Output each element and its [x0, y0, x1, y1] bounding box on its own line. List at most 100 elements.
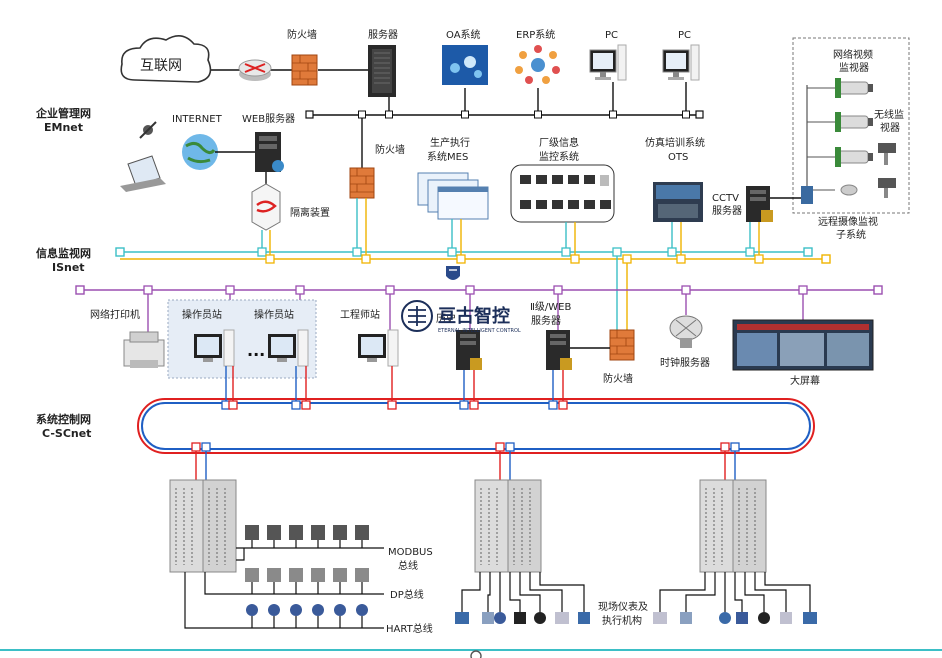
video-monitor-label-2: 监视器 [839, 61, 869, 74]
watermark-sub: ETERNAL INTELLIGENT CONTROL [438, 328, 521, 334]
webserver2-label-2: 服务器 [531, 314, 561, 327]
shield-icon [446, 266, 460, 280]
modbus-devices [245, 525, 369, 540]
satellite-icon [139, 121, 157, 139]
server-rack-icon [368, 45, 396, 97]
web-server-2-icon [546, 330, 572, 370]
control-cabinet-2 [474, 479, 542, 573]
plant-monitor-icon [510, 164, 615, 223]
operator-station-2-icon [268, 329, 309, 367]
isnet-bus [115, 198, 831, 330]
network-switch-icon [801, 186, 813, 204]
operator-station-1-icon [194, 329, 235, 367]
engineer-station-icon [358, 329, 399, 367]
watermark-logo: 亘古智控 ETERNAL INTELLIGENT CONTROL [401, 300, 521, 334]
cscnet-code: C-SCnet [42, 427, 91, 440]
printer-label: 网络打印机 [90, 308, 140, 321]
ring-nodes-top [221, 400, 568, 410]
plant-monitor-label-1: 厂级信息 [539, 136, 579, 149]
control-cabinet-3 [699, 479, 767, 573]
camera-icon [835, 112, 873, 132]
ring-drops-top [225, 366, 564, 405]
bottom-circle-icon [470, 650, 482, 658]
erp-label: ERP系统 [516, 28, 555, 41]
isolation-device-icon [251, 183, 281, 231]
operator-1-label: 操作员站 [182, 308, 222, 321]
firewall-top-icon [291, 54, 318, 86]
oa-system-icon [442, 45, 488, 85]
clock-server-label: 时钟服务器 [660, 356, 710, 369]
clock-server-icon [669, 315, 703, 348]
internet-cloud: 互联网 [120, 35, 212, 83]
dp-bus-label: DP总线 [390, 588, 424, 601]
laptop-icon [120, 155, 166, 192]
remote-camera-box [792, 37, 910, 214]
wireless-monitor-label-2: 视器 [880, 121, 900, 134]
hart-devices [246, 604, 368, 616]
oa-label: OA系统 [446, 28, 481, 41]
ots-label-1: 仿真培训系统 [645, 136, 705, 149]
big-screen-icon [732, 319, 874, 371]
field-label-2: 执行机构 [602, 614, 642, 627]
engineer-label: 工程师站 [340, 308, 380, 321]
internet-cloud-label: 互联网 [140, 58, 182, 74]
server-label: 服务器 [368, 28, 398, 41]
printer-icon [123, 331, 165, 368]
remote-camera-label-2: 子系统 [836, 228, 866, 241]
video-monitor-label-1: 网络视频 [833, 48, 873, 61]
firewall-low-label: 防火墙 [603, 372, 633, 385]
wireless-monitor-label-1: 无线监 [874, 108, 904, 121]
web-server-icon [255, 132, 284, 172]
modbus-label-2: 总线 [398, 559, 418, 572]
isnet-code: ISnet [52, 261, 85, 274]
camera-icon [835, 78, 873, 98]
remote-camera-label-1: 远程摄像监视 [818, 215, 878, 228]
emnet-name: 企业管理网 [35, 106, 91, 120]
firewall-mid-icon [349, 167, 375, 199]
webserver2-label-1: Ⅱ级/WEB [530, 301, 571, 313]
ellipsis: ... [247, 341, 265, 360]
ots-room-icon [653, 182, 703, 222]
cctv-label-2: 服务器 [712, 204, 742, 217]
history-server-icon [456, 330, 482, 370]
mes-screens-icon [417, 172, 489, 220]
station-bus [75, 285, 883, 335]
ring-drops-bottom [195, 447, 736, 480]
pc-1-icon [589, 44, 627, 81]
field-instruments-3 [653, 612, 817, 624]
cscnet-name: 系统控制网 [36, 412, 91, 426]
dome-camera-icon [840, 184, 858, 196]
modbus-label-1: MODBUS [388, 547, 433, 558]
field-label-1: 现场仪表及 [598, 600, 648, 613]
dp-devices [245, 568, 369, 582]
watermark-brand: 亘古智控 [438, 305, 510, 327]
isolation-label: 隔离装置 [290, 206, 330, 219]
firewall-top-label: 防火墙 [287, 28, 317, 41]
wireless-camera-icon [878, 143, 896, 198]
emnet-code: EMnet [44, 121, 83, 134]
pc-1-label: PC [605, 30, 618, 41]
firewall-mid-label: 防火墙 [375, 143, 405, 156]
pc-2-label: PC [678, 30, 691, 41]
emnet-bus [305, 82, 704, 168]
internet-globe-icon [182, 134, 218, 170]
cctv-label-1: CCTV [712, 193, 739, 204]
internet-label: INTERNET [172, 114, 223, 125]
control-cabinet-1 [169, 479, 237, 573]
fieldbus-lines [184, 540, 811, 629]
mes-label-1: 生产执行 [430, 136, 470, 149]
history-label: 历史 [436, 313, 456, 325]
camera-icon [835, 147, 873, 167]
firewall-low-icon [609, 329, 635, 361]
hart-bus-label: HART总线 [386, 622, 433, 635]
ots-label-2: OTS [668, 152, 688, 163]
plant-monitor-label-2: 监控系统 [539, 150, 579, 163]
router-icon [238, 59, 272, 81]
erp-system-icon [515, 45, 560, 84]
cctv-server-icon [746, 186, 773, 222]
ring-nodes-bottom [191, 442, 740, 452]
mes-label-2: 系统MES [427, 150, 468, 163]
pc-2-icon [662, 44, 700, 81]
field-instruments-2 [455, 612, 590, 624]
